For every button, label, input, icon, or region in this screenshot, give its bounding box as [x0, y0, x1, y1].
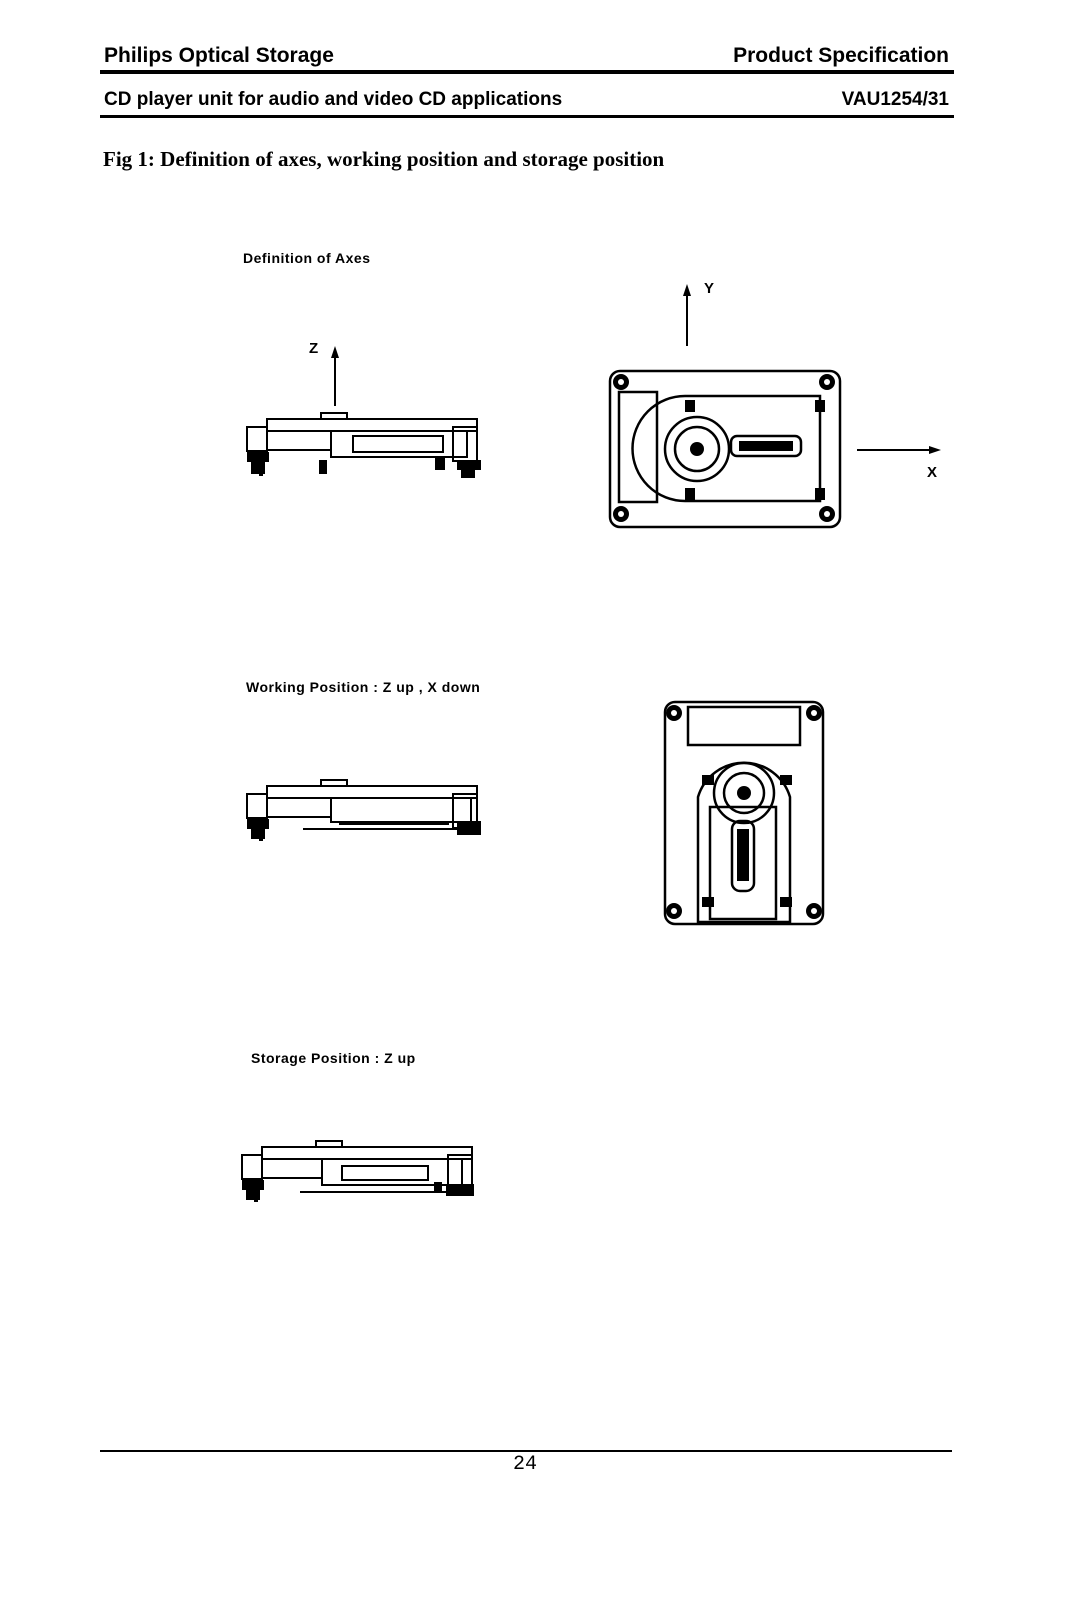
- side-view-drawing-storage: [241, 1140, 474, 1202]
- z-axis-label: Z: [309, 340, 319, 357]
- working-position-title: Working Position : Z up , X down: [246, 679, 481, 695]
- x-axis-label: X: [927, 464, 938, 481]
- side-view-drawing-axes: [246, 412, 481, 478]
- y-axis-label: Y: [704, 280, 715, 297]
- footer-rule: [100, 1450, 952, 1452]
- product-description: CD player unit for audio and video CD ap…: [104, 89, 563, 110]
- axes-section-title: Definition of Axes: [243, 250, 371, 266]
- company-name: Philips Optical Storage: [104, 44, 334, 67]
- z-axis-arrow: [331, 346, 339, 406]
- header-rule-top: [100, 70, 954, 74]
- top-view-drawing-axes: [608, 369, 842, 529]
- product-code: VAU1254/31: [841, 89, 949, 110]
- top-view-drawing-working: [663, 700, 825, 926]
- figure-caption: Fig 1: Definition of axes, working posit…: [103, 147, 665, 171]
- page-number: 24: [512, 1453, 537, 1476]
- side-view-drawing-working: [246, 779, 481, 841]
- y-axis-arrow: [683, 284, 691, 346]
- header-rule-bottom: [100, 115, 954, 118]
- storage-position-title: Storage Position : Z up: [251, 1050, 416, 1066]
- x-axis-arrow: [857, 446, 941, 454]
- document-type: Product Specification: [733, 44, 949, 67]
